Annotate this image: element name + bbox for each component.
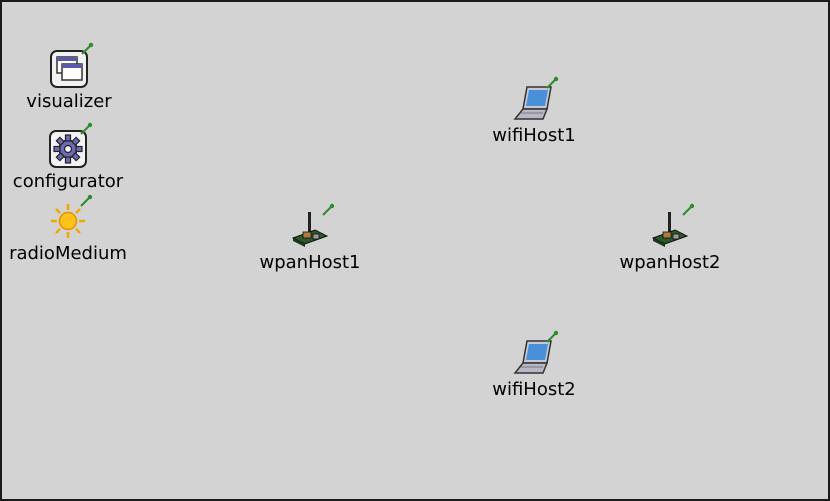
node-wpanHost2[interactable]: wpanHost2 [616, 203, 724, 273]
node-label: radioMedium [9, 243, 127, 264]
pin-icon [80, 122, 93, 135]
laptop-icon [513, 330, 559, 378]
node-configurator[interactable]: configurator [8, 122, 128, 192]
sun-icon [47, 194, 93, 242]
laptop-icon [513, 76, 559, 124]
node-label: wpanHost2 [619, 252, 721, 273]
pin-icon [682, 203, 695, 216]
sensor-board-icon [649, 203, 695, 251]
window-icon [48, 42, 94, 90]
pin-icon [546, 330, 559, 343]
node-wpanHost1[interactable]: wpanHost1 [256, 203, 364, 273]
gear-icon [47, 122, 93, 170]
sensor-board-icon [289, 203, 335, 251]
pin-icon [546, 76, 559, 89]
node-radioMedium[interactable]: radioMedium [6, 194, 130, 264]
pin-icon [322, 203, 335, 216]
node-wifiHost2[interactable]: wifiHost2 [484, 330, 584, 400]
node-visualizer[interactable]: visualizer [24, 42, 114, 112]
pin-icon [80, 194, 93, 207]
node-label: wifiHost1 [492, 125, 576, 146]
node-label: wifiHost2 [492, 379, 576, 400]
node-label: visualizer [26, 91, 112, 112]
node-label: configurator [12, 171, 124, 192]
node-label: wpanHost1 [259, 252, 361, 273]
pin-icon [81, 42, 94, 55]
node-wifiHost1[interactable]: wifiHost1 [484, 76, 584, 146]
